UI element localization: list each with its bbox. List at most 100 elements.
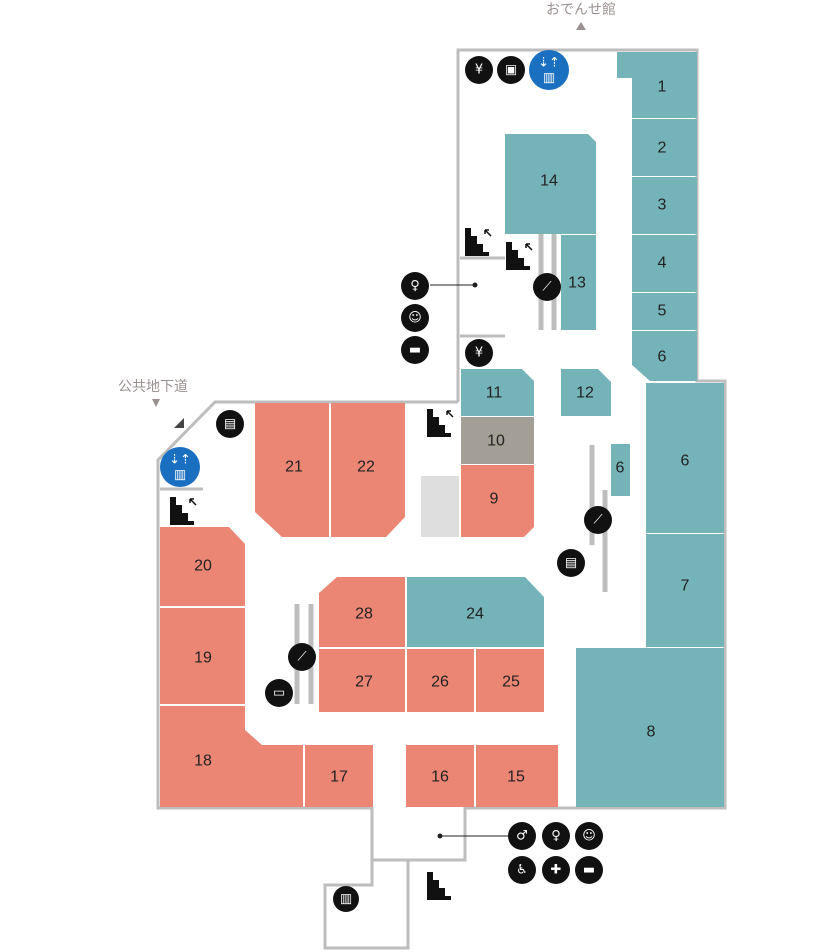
shop-number-label: 10 bbox=[487, 433, 505, 450]
stairs-icon bbox=[427, 409, 454, 437]
shop-6-small[interactable]: 6 bbox=[611, 444, 630, 496]
shop-number-label: 14 bbox=[540, 173, 558, 190]
svg-text:☺: ☺ bbox=[582, 829, 596, 844]
womens-restroom-icon: ♀ bbox=[401, 272, 429, 300]
shop-number-label: 1 bbox=[658, 79, 667, 96]
shop-28[interactable]: 28 bbox=[319, 577, 405, 647]
svg-text:♀: ♀ bbox=[410, 279, 420, 294]
shop-17[interactable]: 17 bbox=[305, 745, 373, 807]
shop-number-label: 11 bbox=[486, 385, 503, 402]
shop-number-label: 21 bbox=[285, 459, 303, 476]
shop-3[interactable]: 3 bbox=[632, 177, 697, 234]
shop-number-label: 7 bbox=[681, 578, 690, 595]
mens-restroom-icon: ♂ bbox=[508, 822, 536, 850]
svg-text:▥: ▥ bbox=[543, 71, 555, 86]
shop-number-label: 6 bbox=[658, 349, 667, 366]
shop-26[interactable]: 26 bbox=[407, 649, 474, 712]
shop-number-label: 28 bbox=[355, 606, 373, 623]
photo-booth-icon: ▣ bbox=[497, 56, 525, 84]
womens-restroom-icon: ♀ bbox=[542, 822, 570, 850]
svg-text:✚: ✚ bbox=[551, 863, 562, 878]
shop-2[interactable]: 2 bbox=[632, 119, 697, 176]
svg-text:▥: ▥ bbox=[174, 468, 186, 483]
svg-text:▤: ▤ bbox=[565, 556, 577, 571]
shop-number-label: 20 bbox=[194, 558, 212, 575]
shop-21[interactable]: 21 bbox=[255, 403, 329, 537]
svg-text:☺: ☺ bbox=[408, 311, 422, 326]
atm-icon: ¥ bbox=[465, 56, 493, 84]
shop-8[interactable]: 8 bbox=[576, 648, 724, 807]
unlabeled-area bbox=[421, 476, 459, 537]
shop-14[interactable]: 14 bbox=[505, 134, 596, 234]
escalator-icon: ⟋ bbox=[533, 273, 561, 301]
shop-22[interactable]: 22 bbox=[331, 403, 405, 537]
shop-10[interactable]: 10 bbox=[461, 417, 534, 464]
direction-underpass-label: 公共地下道 bbox=[118, 379, 188, 395]
smoking-area-icon: ▭ bbox=[265, 679, 293, 707]
atm-icon: ¥ bbox=[465, 339, 493, 367]
shop-20[interactable]: 20 bbox=[160, 527, 245, 606]
shop-6-top[interactable]: 6 bbox=[632, 331, 697, 381]
escalator-icon: ⟋ bbox=[288, 643, 316, 671]
shop-number-label: 12 bbox=[576, 385, 594, 402]
shop-number-label: 3 bbox=[658, 197, 667, 214]
svg-text:⟋: ⟋ bbox=[593, 513, 603, 528]
shop-18[interactable]: 18 bbox=[160, 706, 303, 807]
shop-9[interactable]: 9 bbox=[461, 465, 534, 537]
svg-text:▥: ▥ bbox=[340, 892, 352, 907]
svg-text:♿: ♿ bbox=[516, 863, 528, 878]
shop-4[interactable]: 4 bbox=[632, 235, 697, 292]
shop-12[interactable]: 12 bbox=[561, 369, 611, 416]
locker-icon: ▤ bbox=[557, 549, 585, 577]
elevator-icon: ⇣⇡▥ bbox=[160, 447, 200, 487]
shop-1[interactable]: 1 bbox=[617, 52, 697, 118]
shop-19[interactable]: 19 bbox=[160, 608, 245, 704]
shop-number-label: 4 bbox=[658, 255, 667, 272]
restroom-location-dot bbox=[437, 833, 443, 839]
elevator-icon: ⇣⇡▥ bbox=[529, 50, 569, 90]
svg-text:▬: ▬ bbox=[409, 343, 421, 358]
svg-text:▤: ▤ bbox=[224, 417, 236, 432]
shop-15[interactable]: 15 bbox=[476, 745, 558, 807]
svg-text:⟋: ⟋ bbox=[297, 650, 307, 665]
stairs-icon bbox=[170, 497, 197, 525]
svg-text:▣: ▣ bbox=[505, 63, 517, 78]
baby-changing-icon: ▬ bbox=[401, 336, 429, 364]
shop-number-label: 9 bbox=[490, 491, 499, 508]
shop-number-label: 17 bbox=[330, 769, 348, 786]
svg-text:▬: ▬ bbox=[583, 863, 595, 878]
shop-11[interactable]: 11 bbox=[461, 369, 534, 416]
shop-25[interactable]: 25 bbox=[476, 649, 544, 712]
shop-7[interactable]: 7 bbox=[646, 534, 724, 647]
ostomate-icon: ✚ bbox=[542, 856, 570, 884]
stairs-icon bbox=[465, 228, 492, 256]
shop-number-label: 19 bbox=[194, 650, 212, 667]
stairs-icon bbox=[506, 242, 533, 270]
arrow-up-icon bbox=[576, 22, 586, 30]
shop-number-label: 6 bbox=[616, 460, 625, 477]
shop-6-right[interactable]: 6 bbox=[646, 383, 724, 533]
stairs-icon bbox=[427, 872, 451, 900]
direction-odense-label: おでんせ館 bbox=[546, 1, 616, 18]
shop-24[interactable]: 24 bbox=[407, 577, 544, 647]
shop-5[interactable]: 5 bbox=[632, 293, 697, 330]
shop-16[interactable]: 16 bbox=[406, 745, 474, 807]
svg-text:♂: ♂ bbox=[516, 829, 528, 844]
shop-13[interactable]: 13 bbox=[561, 235, 596, 330]
svg-text:¥: ¥ bbox=[475, 346, 483, 361]
baby-changing-icon: ▬ bbox=[575, 856, 603, 884]
shop-number-label: 5 bbox=[658, 303, 667, 320]
elevator-icon: ▥ bbox=[333, 886, 359, 912]
svg-text:♀: ♀ bbox=[551, 829, 561, 844]
shop-number-label: 16 bbox=[431, 769, 449, 786]
wheelchair-restroom-icon: ♿ bbox=[508, 856, 536, 884]
shop-number-label: 15 bbox=[507, 769, 525, 786]
shop-number-label: 13 bbox=[568, 275, 586, 292]
shop-number-label: 22 bbox=[357, 459, 375, 476]
leader-lines bbox=[430, 284, 508, 837]
shop-number-label: 24 bbox=[466, 606, 484, 623]
locker-icon: ▤ bbox=[216, 410, 244, 438]
shop-number-label: 6 bbox=[681, 453, 690, 470]
shop-27[interactable]: 27 bbox=[319, 649, 405, 712]
